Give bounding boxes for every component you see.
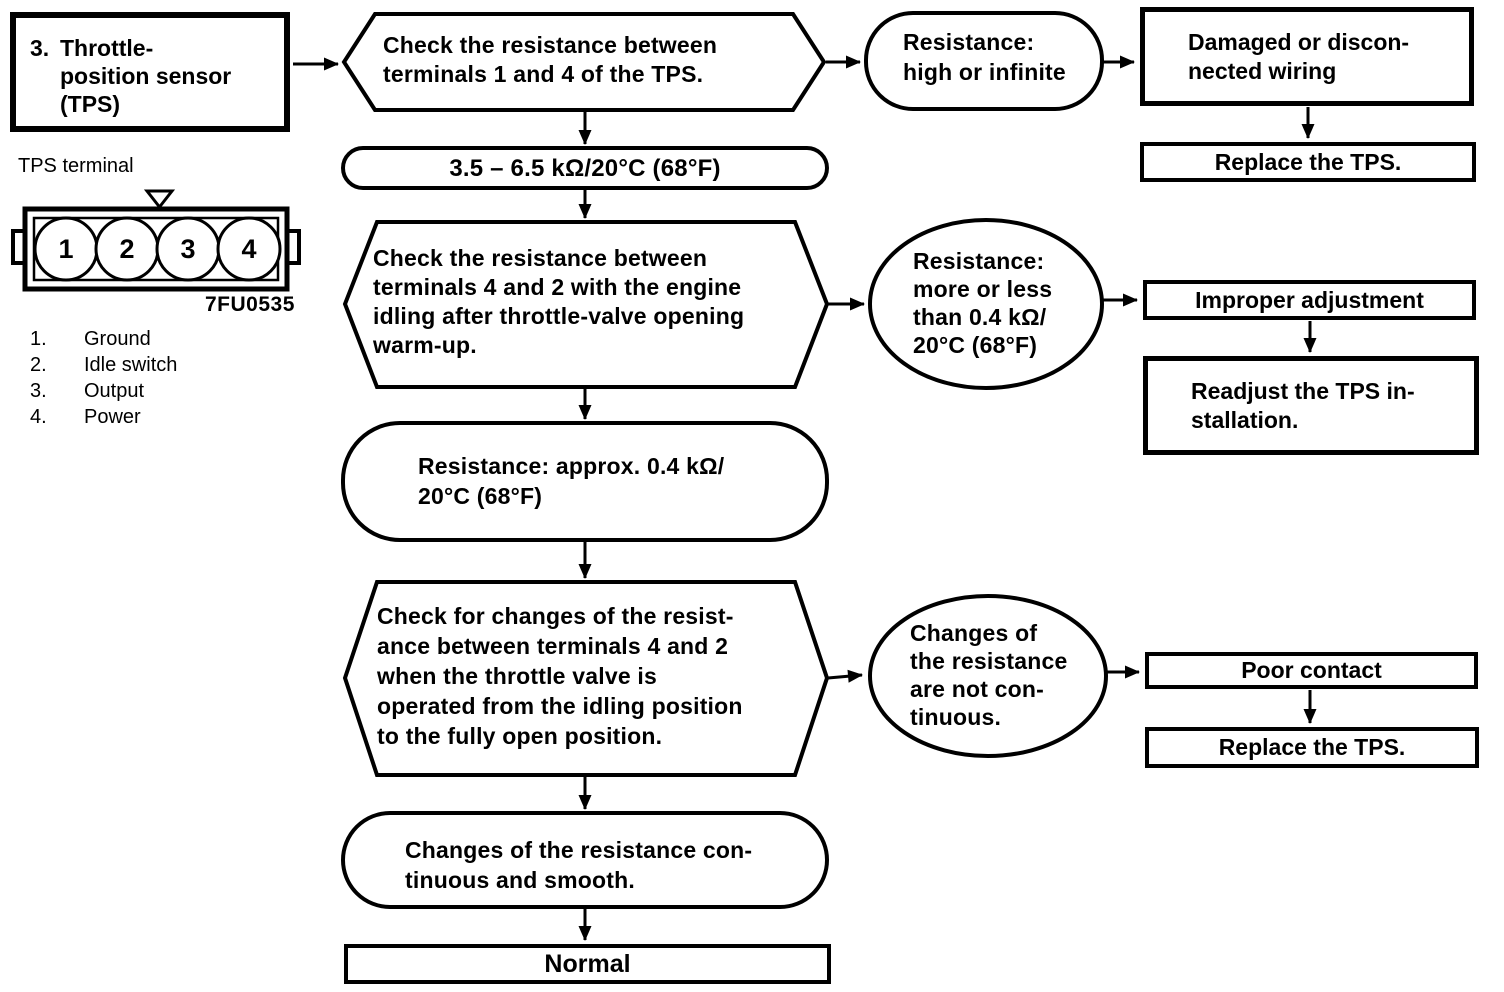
step1-spec-pill xyxy=(341,146,829,190)
connector-caption: TPS terminal xyxy=(18,155,134,177)
branch3-action-box: Replace the TPS. xyxy=(1145,727,1479,768)
connector-index-triangle-icon xyxy=(143,189,176,210)
step3-result-text: Changes of the resistance con- tinuous a… xyxy=(405,837,753,893)
step2-check-text: Check the resistance between terminals 4… xyxy=(373,245,745,358)
arrow-step3-to-branch3 xyxy=(827,669,863,683)
pin-legend: 1. Ground 2. Idle switch 3. Output 4. Po… xyxy=(30,326,177,430)
legend-num-2: 2. xyxy=(30,353,47,376)
pin-legend-row-4: 4. Power xyxy=(30,404,177,430)
branch2-condition-text: Resistance: more or less than 0.4 kΩ/ 20… xyxy=(913,248,1053,358)
final-outcome-box: Normal xyxy=(344,944,831,984)
step1-check-hexagon xyxy=(341,12,827,112)
branch1-cause-box: Damaged or discon- nected wiring xyxy=(1140,7,1474,106)
step2-result-text: Resistance: approx. 0.4 kΩ/ 20°C (68°F) xyxy=(418,453,725,509)
legend-label-4: Power xyxy=(84,405,141,428)
section-number: 3. xyxy=(30,35,50,61)
section-title: Throttle- position sensor (TPS) xyxy=(60,35,232,117)
connector-pin4-circle xyxy=(216,216,282,282)
connector-pin2-number: 2 xyxy=(119,233,135,264)
branch1-condition-text: Resistance: high or infinite xyxy=(903,29,1066,85)
step2-result-stadium xyxy=(341,421,829,542)
branch3-cause-box: Poor contact xyxy=(1145,652,1478,689)
branch1-condition-ellipse xyxy=(864,11,1104,111)
branch1-action-box: Replace the TPS. xyxy=(1140,142,1476,182)
step2-check-hexagon xyxy=(342,220,830,389)
step3-check-hexagon xyxy=(342,580,830,777)
pin-legend-row-1: 1. Ground xyxy=(30,326,177,352)
branch2-condition-ellipse xyxy=(868,218,1104,390)
step3-check-text: Check for changes of the resist- ance be… xyxy=(377,603,743,749)
branch3-condition-ellipse xyxy=(868,594,1108,758)
legend-label-3: Output xyxy=(84,379,145,402)
connector-pin4-number: 4 xyxy=(241,233,257,264)
pin-legend-row-3: 3. Output xyxy=(30,378,177,404)
branch2-action-box: Readjust the TPS in- stallation. xyxy=(1143,356,1479,455)
branch2-cause-box: Improper adjustment xyxy=(1143,280,1476,320)
legend-label-1: Ground xyxy=(84,327,151,350)
figure-code: 7FU0535 xyxy=(205,293,295,316)
section-title-box: 3. Throttle- position sensor (TPS) xyxy=(10,12,290,132)
legend-num-1: 1. xyxy=(30,327,47,350)
connector-pin1-number: 1 xyxy=(58,233,74,264)
step3-result-stadium xyxy=(341,811,829,909)
legend-num-4: 4. xyxy=(30,405,47,428)
step1-check-text: Check the resistance between terminals 1… xyxy=(383,32,718,87)
legend-label-2: Idle switch xyxy=(84,353,178,376)
pin-legend-row-2: 2. Idle switch xyxy=(30,352,177,378)
legend-num-3: 3. xyxy=(30,379,47,402)
step1-spec-text: 3.5 – 6.5 kΩ/20°C (68°F) xyxy=(449,155,721,182)
branch3-condition-text: Changes of the resistance are not con- t… xyxy=(910,620,1068,730)
connector-pin3-number: 3 xyxy=(180,233,196,264)
